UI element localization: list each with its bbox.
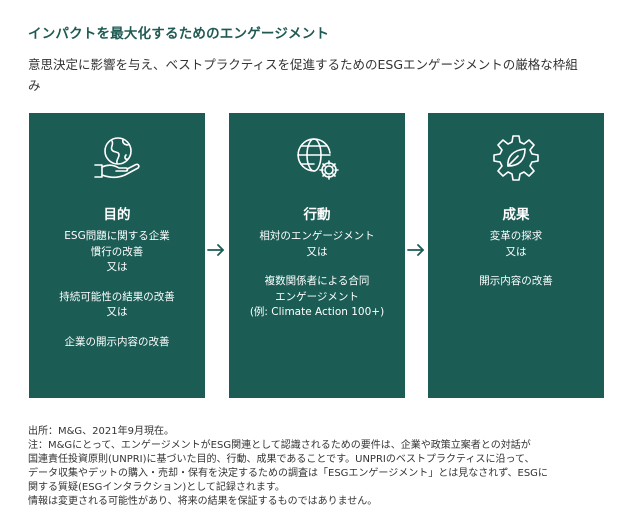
arrow-right-icon <box>407 244 424 256</box>
card-body: ESG問題に関する企業 慣行の改善 又は 持続可能性の結果の改善 又は 企業の開… <box>35 229 199 350</box>
card-spacer <box>434 260 598 274</box>
card-line: 又は <box>505 245 527 258</box>
page-subtitle: 意思決定に影響を与え、ベストプラクティスを促進するためのESGエンゲージメントの… <box>28 57 578 93</box>
globe-hand-icon <box>94 137 140 179</box>
footnote-line: 国連責任投資原則(UNPRI)に基づいた目的、行動、成果であることです。UNPR… <box>28 454 535 465</box>
page-title: インパクトを最大化するためのエンゲージメント <box>28 26 330 42</box>
card-line: 又は <box>106 306 128 318</box>
footnote-line: 情報は変更される可能性があり、将来の結果を保証するものではありません。 <box>28 496 378 507</box>
card-line: エンゲージメント <box>275 290 359 303</box>
card-line: 変革の探求 <box>489 230 543 242</box>
footnotes: 出所：M&G、2021年9月現在。 注：M&Gにとって、エンゲージメントがESG… <box>28 425 618 509</box>
card-line: 又は <box>306 245 328 258</box>
card-action: 行動 相対のエンゲージメント 又は 複数関係者による合同 エンゲージメント (例… <box>229 113 405 398</box>
card-line: 複数関係者による合同 <box>264 275 370 287</box>
card-line: 又は <box>106 261 128 273</box>
card-spacer <box>235 260 399 274</box>
card-line: ESG問題に関する企業 <box>64 230 170 242</box>
card-outcome: 成果 変革の探求 又は 開示内容の改善 <box>428 113 604 398</box>
arrow-right-icon <box>207 244 224 256</box>
card-line: 持続可能性の結果の改善 <box>59 290 175 303</box>
footnote-line: 出所：M&G、2021年9月現在。 <box>28 426 174 437</box>
card-line: 開示内容の改善 <box>479 275 553 287</box>
card-purpose: 目的 ESG問題に関する企業 慣行の改善 又は 持続可能性の結果の改善 又は 企… <box>29 113 205 398</box>
card-body: 相対のエンゲージメント 又は 複数関係者による合同 エンゲージメント (例: C… <box>235 229 399 321</box>
leaf-gear-icon <box>493 135 539 181</box>
card-heading: 成果 <box>502 207 530 223</box>
footnote-line: 関する質疑(ESGインタラクション)として記録されます。 <box>28 482 285 493</box>
globe-gear-icon <box>297 138 339 180</box>
footnote-line: 注：M&Gにとって、エンゲージメントがESG関連として認識されるための要件は、企… <box>28 440 531 451</box>
card-heading: 目的 <box>103 207 131 223</box>
card-line: (例: Climate Action 100+) <box>249 306 385 318</box>
card-spacer <box>35 276 199 290</box>
card-line: 相対のエンゲージメント <box>259 230 375 242</box>
card-line: 企業の開示内容の改善 <box>64 335 170 348</box>
footnote-line: データ収集やデットの購入・売却・保有を決定するための調査は「ESGエンゲージメン… <box>28 468 548 479</box>
card-spacer <box>35 321 199 335</box>
card-heading: 行動 <box>303 207 331 223</box>
card-line: 慣行の改善 <box>90 245 144 258</box>
card-body: 変革の探求 又は 開示内容の改善 <box>434 229 598 290</box>
